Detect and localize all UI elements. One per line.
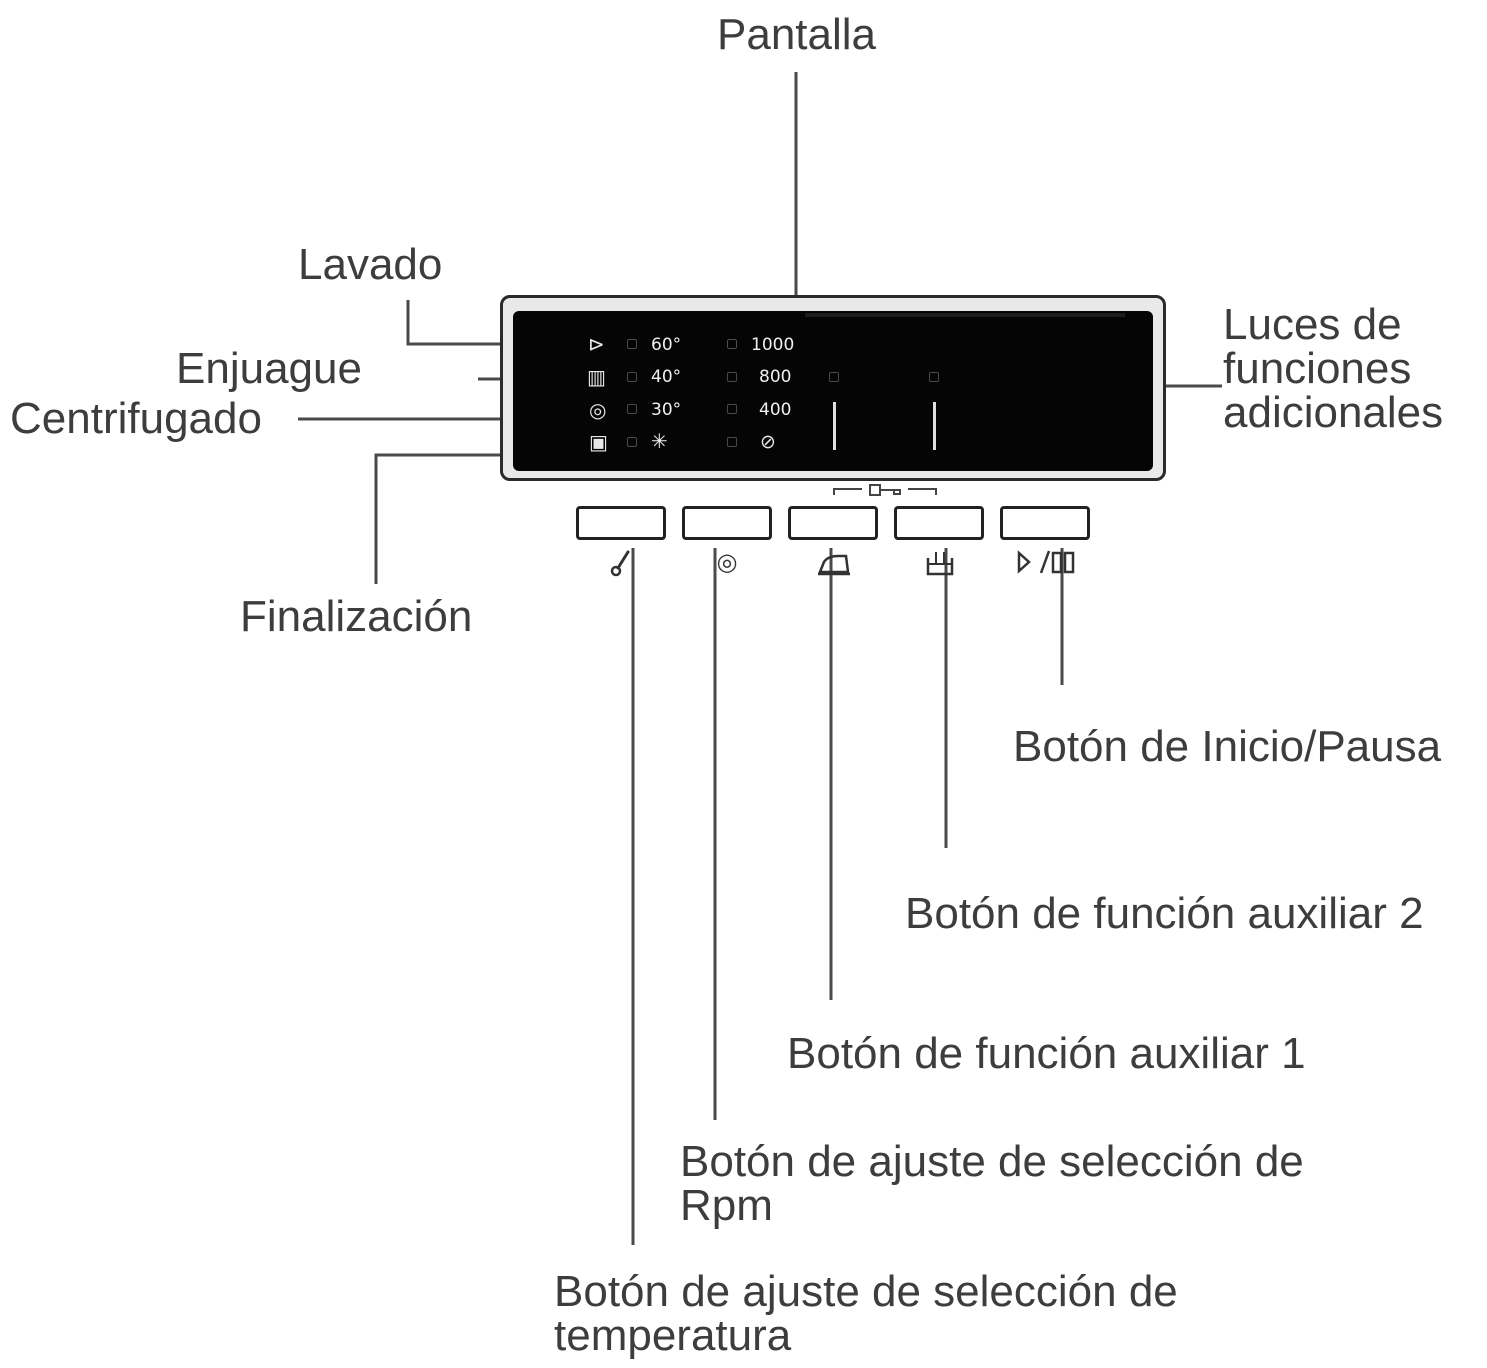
rpm-800: 800 (759, 367, 792, 387)
temp-60: 60° (651, 335, 682, 355)
led-temp-cold (627, 437, 637, 447)
aux2-indicator-bar (933, 402, 936, 450)
aux2-button[interactable] (894, 506, 984, 540)
led-rpm-1000 (727, 339, 737, 349)
aux1-indicator-bar (833, 402, 836, 450)
start-pause-button[interactable] (1000, 506, 1090, 540)
temp-label-line2: temperatura (554, 1311, 792, 1360)
spin-icon: ◎ (589, 398, 607, 422)
rpm-label: Botón de ajuste de selección de Rpm (680, 1140, 1304, 1228)
lavado-label: Lavado (298, 240, 443, 289)
pantalla-label: Pantalla (717, 10, 877, 59)
temp-label-line1: Botón de ajuste de selección de (554, 1267, 1178, 1316)
spin-button-icon: ◎ (716, 548, 738, 576)
no-spin-icon: ⊘ (760, 431, 776, 453)
end-icon: ▣ (589, 430, 608, 454)
finalizacion-label: Finalización (240, 592, 473, 641)
led-temp-30 (627, 404, 637, 414)
child-lock-icon (833, 484, 937, 496)
temperature-button[interactable] (576, 506, 666, 540)
luces-label-line2: funciones (1223, 344, 1412, 393)
led-temp-40 (627, 372, 637, 382)
play-pause-icon (1017, 550, 1075, 574)
enjuague-label: Enjuague (176, 344, 362, 393)
thermometer-icon (610, 550, 630, 577)
aux2-label: Botón de función auxiliar 2 (905, 889, 1424, 938)
rinse-icon: ▥ (587, 365, 606, 389)
inicio-pausa-label: Botón de Inicio/Pausa (1013, 722, 1442, 771)
centrifugado-label: Centrifugado (10, 394, 262, 443)
temp-label: Botón de ajuste de selección de temperat… (554, 1270, 1178, 1358)
luces-label: Luces de funciones adicionales (1223, 303, 1443, 435)
prewash-icon (926, 552, 954, 576)
wash-icon: ⊳ (588, 332, 605, 356)
rpm-label-line2: Rpm (680, 1181, 773, 1230)
luces-label-line1: Luces de (1223, 300, 1402, 349)
rpm-label-line1: Botón de ajuste de selección de (680, 1137, 1304, 1186)
iron-icon (818, 554, 850, 576)
led-temp-60 (627, 339, 637, 349)
cold-icon: ✳ (651, 429, 668, 453)
led-rpm-400 (727, 404, 737, 414)
temp-30: 30° (651, 400, 682, 420)
rpm-1000: 1000 (751, 335, 795, 355)
screen-highlight (805, 313, 1125, 317)
led-rpm-nospin (727, 437, 737, 447)
led-aux2 (929, 372, 939, 382)
led-rpm-800 (727, 372, 737, 382)
rpm-button[interactable] (682, 506, 772, 540)
led-aux1 (829, 372, 839, 382)
aux1-button[interactable] (788, 506, 878, 540)
aux1-label: Botón de función auxiliar 1 (787, 1029, 1306, 1078)
luces-label-line3: adicionales (1223, 388, 1444, 437)
rpm-400: 400 (759, 400, 792, 420)
temp-40: 40° (651, 367, 682, 387)
